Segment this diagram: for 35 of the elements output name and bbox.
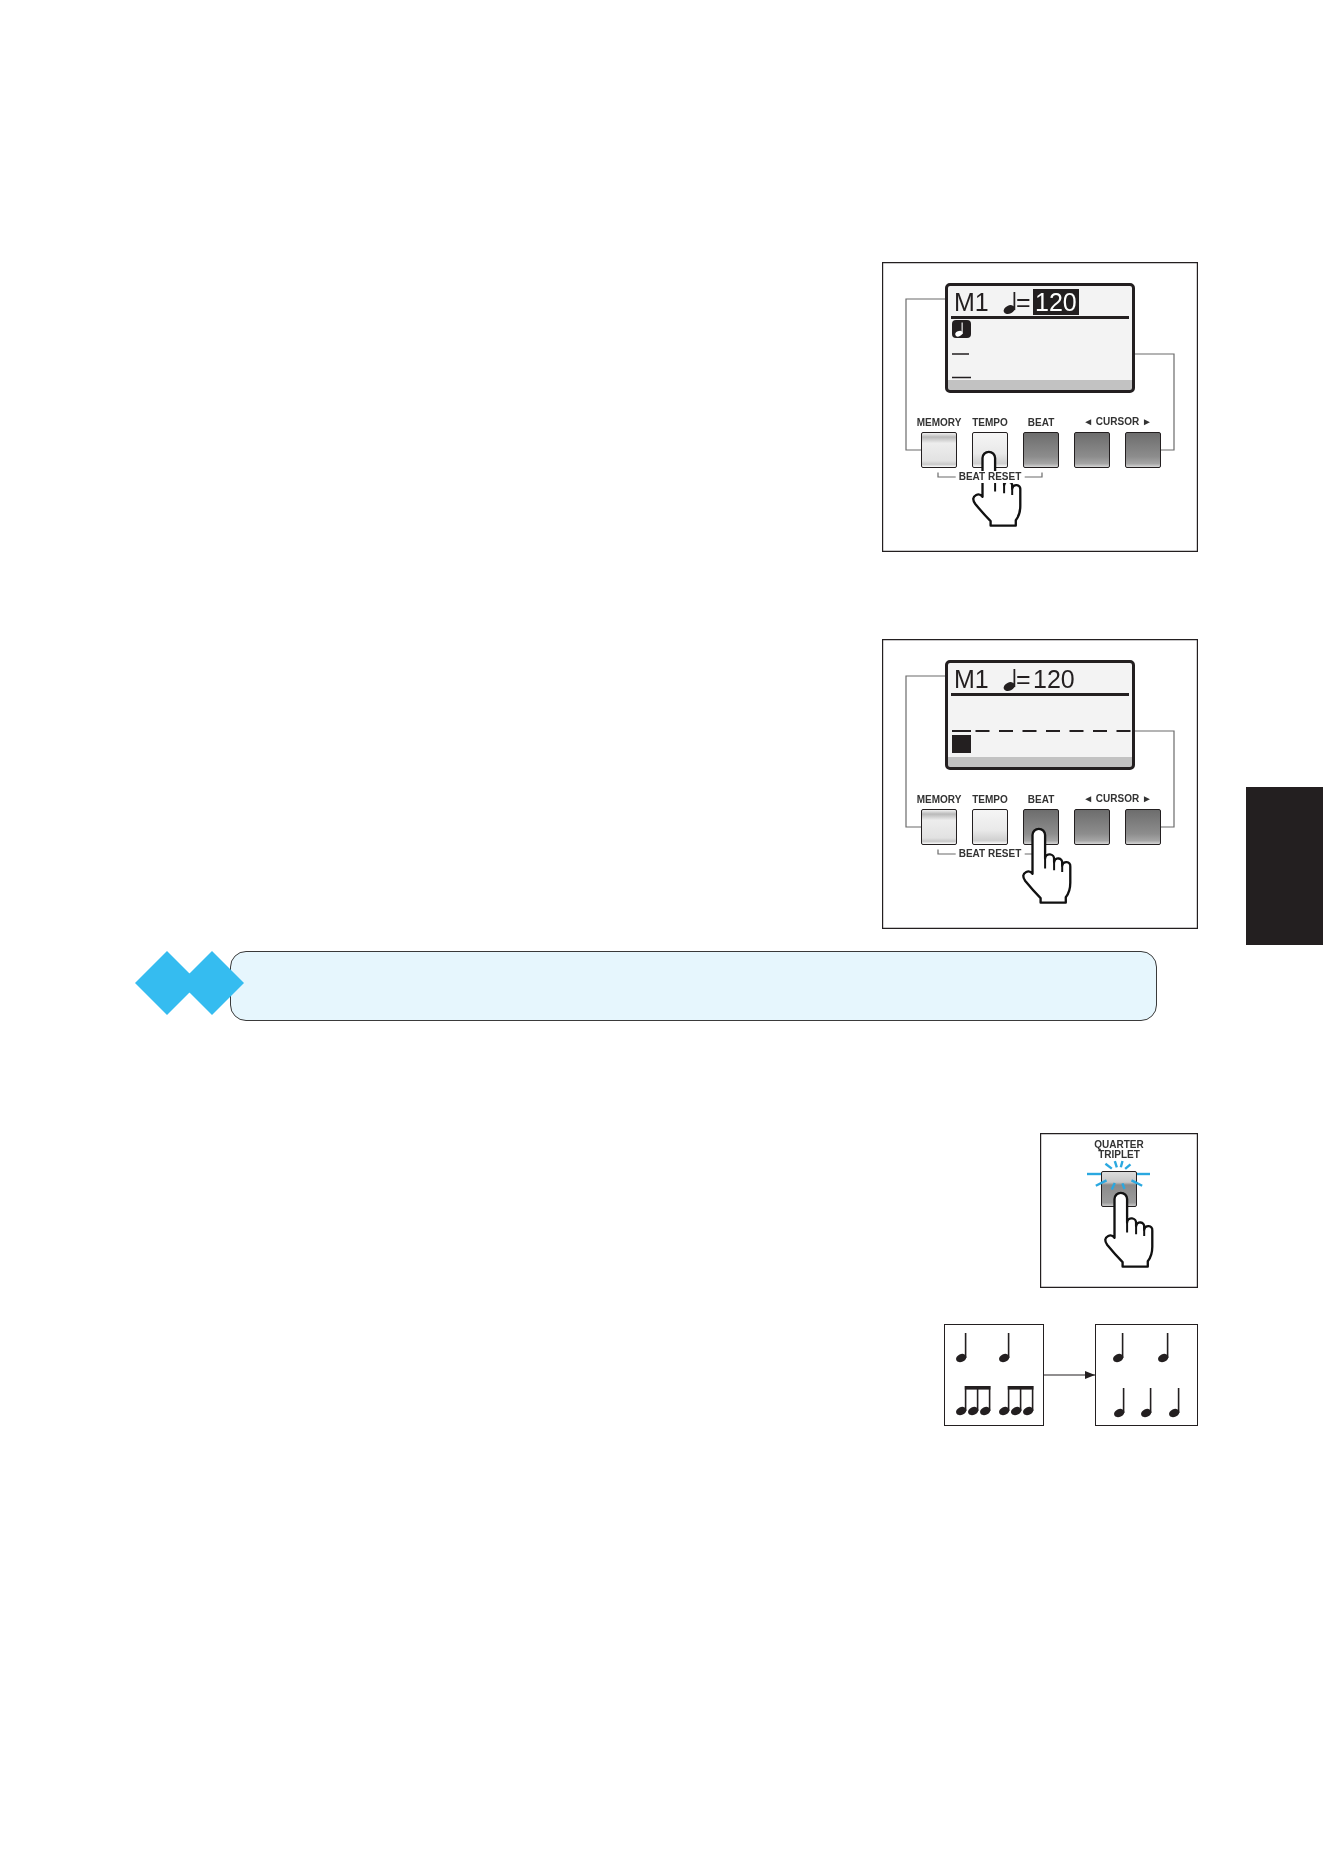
button-label: MEMORY bbox=[916, 417, 962, 429]
illustration-panel bbox=[882, 262, 1198, 552]
button-label: ◄ CURSOR ► bbox=[1083, 793, 1152, 805]
button-label: ◄ CURSOR ► bbox=[1083, 416, 1152, 428]
section-tab bbox=[1246, 787, 1323, 945]
bracket-label: BEAT RESET bbox=[955, 848, 1025, 860]
push-button bbox=[1074, 809, 1110, 845]
button-label: BEAT bbox=[1027, 417, 1055, 429]
push-button bbox=[1074, 432, 1110, 468]
button-label: BEAT bbox=[1027, 794, 1055, 806]
lcd-screen bbox=[945, 660, 1135, 770]
button-label: QUARTER TRIPLET bbox=[1094, 1140, 1144, 1160]
bracket-label: BEAT RESET bbox=[955, 471, 1025, 483]
notation-box bbox=[944, 1324, 1044, 1426]
connector-line bbox=[1134, 353, 1175, 451]
lcd-text: = bbox=[1016, 666, 1031, 692]
illustration-panel bbox=[1040, 1133, 1198, 1288]
connector-line bbox=[905, 298, 946, 451]
lcd-text: M1 bbox=[954, 666, 989, 692]
illustration-panel bbox=[882, 639, 1198, 929]
notation-box bbox=[1095, 1324, 1198, 1426]
push-button bbox=[1125, 432, 1161, 468]
lcd-screen bbox=[945, 283, 1135, 393]
connector-line bbox=[1134, 730, 1175, 828]
highlighted-value: 120 bbox=[1033, 289, 1079, 315]
button-label: TEMPO bbox=[972, 794, 1008, 806]
button-label: MEMORY bbox=[916, 794, 962, 806]
connector-line bbox=[905, 675, 946, 828]
lcd-text: M1 bbox=[954, 289, 989, 315]
lcd-text: 120 bbox=[1033, 666, 1075, 692]
heading-banner bbox=[230, 951, 1157, 1021]
push-button bbox=[1125, 809, 1161, 845]
arrow bbox=[1043, 1371, 1096, 1379]
button-label: TEMPO bbox=[972, 417, 1008, 429]
lcd-text: = bbox=[1016, 289, 1031, 315]
